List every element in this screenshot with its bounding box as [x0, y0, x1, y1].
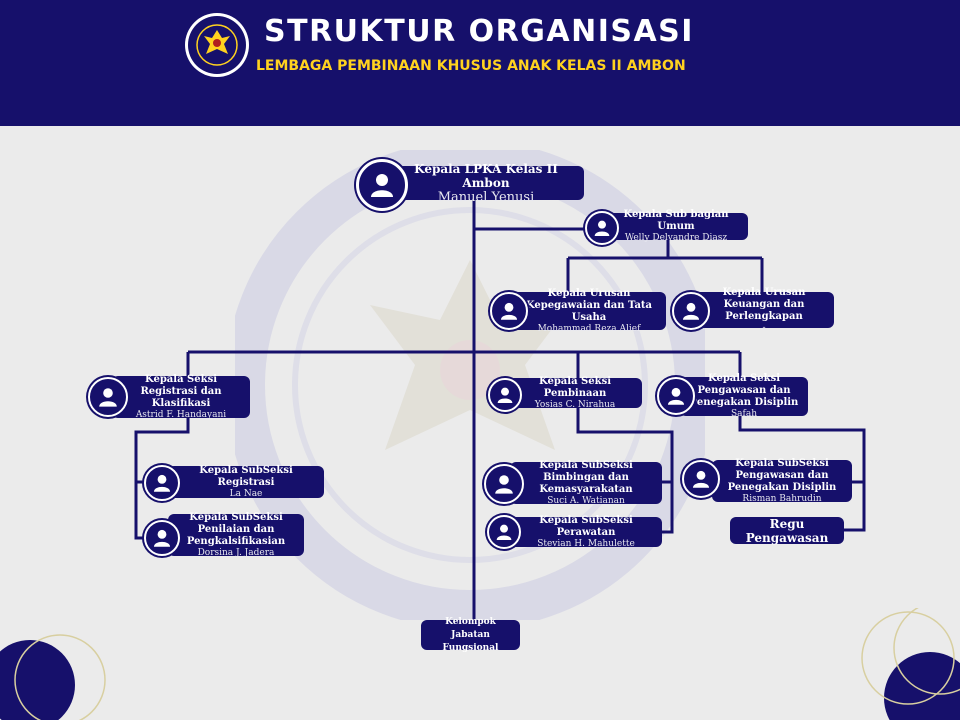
avatar-icon: [657, 377, 695, 415]
node-title: Kepala Seksi Pengawasan dan Penegakan Di…: [689, 373, 799, 408]
page-subtitle: LEMBAGA PEMBINAAN KHUSUS ANAK KELAS II A…: [256, 58, 686, 74]
node-person-name: Suci A. Watianan: [547, 495, 625, 506]
node-title: Regu Pengawasan: [745, 516, 829, 545]
kemenkumham-emblem-icon: [185, 13, 249, 77]
node-subseksi-penilaian: Kepala SubSeksi Penilaian dan Pengkalsif…: [168, 511, 304, 558]
header-banner: STRUKTUR ORGANISASI LEMBAGA PEMBINAAN KH…: [0, 0, 960, 126]
node-seksi-pembinaan: Kepala Seksi Pembinaan Yosias C. Nirahua: [508, 375, 642, 410]
node-person-name: -: [762, 322, 766, 333]
avatar-icon: [484, 464, 524, 504]
avatar-icon: [144, 465, 180, 501]
node-subbag-umum: Kepala Sub bagian Umum Welly Delvandre D…: [604, 209, 748, 243]
avatar-icon: [88, 377, 128, 417]
corner-decoration-left: [0, 634, 106, 720]
avatar-icon: [682, 460, 720, 498]
node-seksi-pengawasan: Kepala Seksi Pengawasan dan Penegakan Di…: [680, 373, 808, 419]
avatar-icon: [585, 211, 619, 245]
node-person-name: Safah: [730, 409, 758, 419]
avatar-icon: [490, 292, 528, 330]
corner-decoration-right: [861, 608, 960, 720]
avatar-icon: [487, 515, 521, 549]
node-person-name: Manuel Yenusi: [437, 189, 535, 205]
node-title: Kepala SubSeksi Penilaian dan Pengkalsif…: [186, 511, 286, 547]
node-kelompok-fungsional: Kelompok Jabatan Fungsional: [421, 617, 520, 653]
node-person-name: Risman Bahrudin: [742, 493, 822, 504]
node-title: Kepala Urusan Keuangan dan Perlengkapan: [722, 286, 806, 322]
node-seksi-registrasi: Kepala Seksi Registrasi dan Klasifikasi …: [112, 373, 250, 420]
node-urusan-keuangan: Kepala Urusan Keuangan dan Perlengkapan …: [694, 287, 834, 333]
node-title: Kepala SubSeksi Pengawasan dan Penegakan…: [727, 457, 837, 493]
node-title: Kepala SubSeksi Perawatan: [539, 514, 633, 538]
node-title: Kelompok Jabatan Fungsional: [442, 616, 499, 653]
page-title: STRUKTUR ORGANISASI: [264, 14, 694, 49]
node-person-name: La Nae: [229, 488, 263, 499]
avatar-icon: [356, 159, 408, 211]
node-person-name: Mohammad Reza Alief: [537, 323, 641, 334]
node-title: Kepala LPKA Kelas II Ambon: [414, 161, 558, 190]
node-kepala-lpka: Kepala LPKA Kelas II Ambon Manuel Yenusi: [388, 162, 584, 205]
node-title: Kepala Seksi Registrasi dan Klasifikasi: [140, 373, 222, 409]
node-person-name: Astrid F. Handayani: [135, 409, 227, 420]
avatar-icon: [672, 292, 710, 330]
node-person-name: Welly Delvandre Diasz: [624, 233, 728, 243]
node-title: Kepala SubSeksi Bimbingan dan Kemasyarak…: [539, 459, 633, 495]
avatar-icon: [488, 378, 522, 412]
node-subseksi-registrasi: Kepala SubSeksi Registrasi La Nae: [168, 464, 324, 499]
node-person-name: Yosias C. Nirahua: [534, 399, 616, 410]
node-title: Kepala Urusan Kepegawaian dan Tata Usaha: [525, 287, 653, 323]
node-person-name: Stevian H. Mahulette: [537, 538, 635, 549]
node-regu-pengawasan: Regu Pengawasan: [730, 516, 844, 545]
node-subseksi-pengawasan: Kepala SubSeksi Pengawasan dan Penegakan…: [712, 457, 852, 504]
node-urusan-kepegawaian: Kepala Urusan Kepegawaian dan Tata Usaha…: [512, 288, 666, 334]
node-subseksi-perawatan: Kepala SubSeksi Perawatan Stevian H. Mah…: [510, 514, 662, 549]
node-title: Kepala Seksi Pembinaan: [538, 375, 611, 399]
node-title: Kepala Sub bagian Umum: [623, 209, 729, 232]
node-title: Kepala SubSeksi Registrasi: [199, 464, 293, 488]
avatar-icon: [144, 520, 180, 556]
node-person-name: Dorsina J. Jadera: [197, 547, 275, 558]
node-subseksi-bimbingan: Kepala SubSeksi Bimbingan dan Kemasyarak…: [510, 459, 662, 506]
